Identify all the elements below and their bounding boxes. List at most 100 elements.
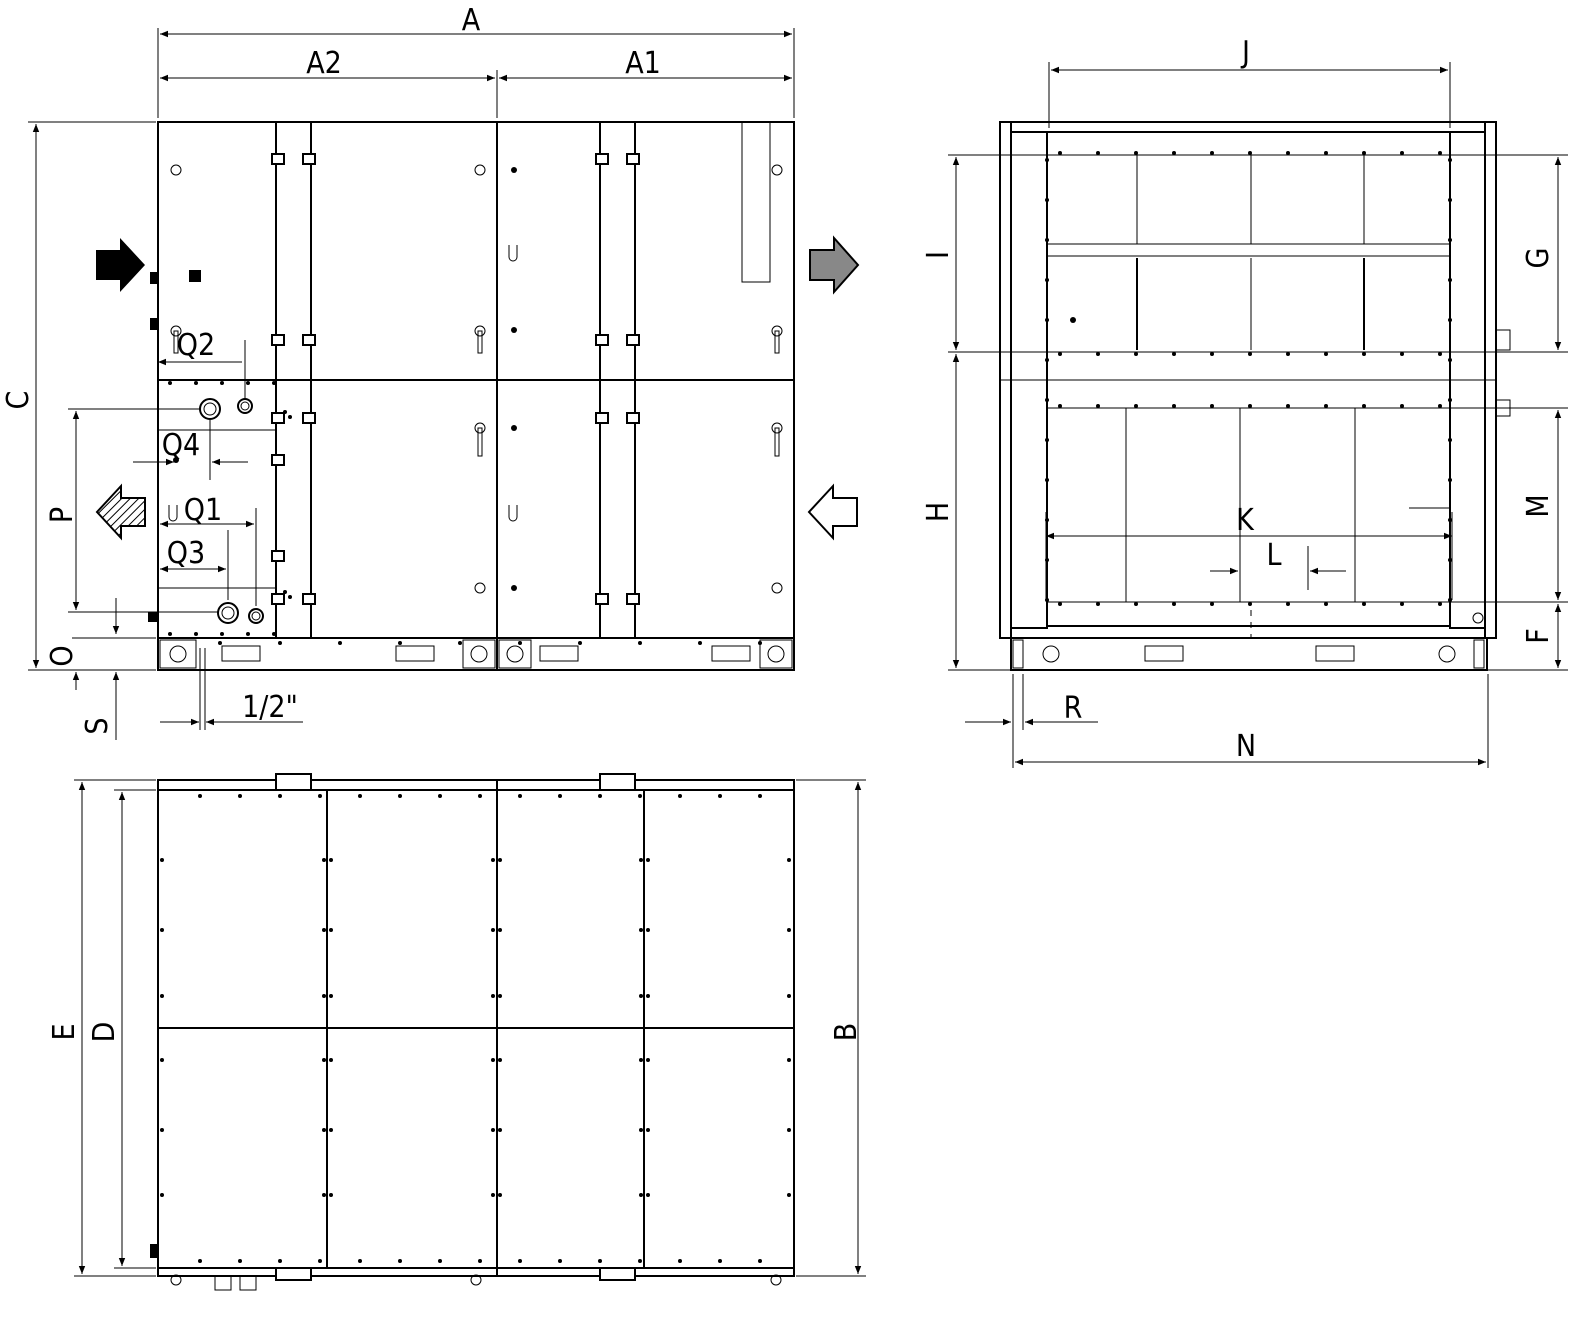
screw-dot	[1286, 151, 1290, 155]
screw-dot	[398, 641, 402, 645]
screw-dot	[329, 928, 333, 932]
screw-dot	[1045, 398, 1049, 402]
screw-dot	[646, 928, 650, 932]
screw-dot	[160, 928, 164, 932]
label-n: N	[1236, 729, 1256, 764]
screw-dot	[1248, 404, 1252, 408]
screw-dot	[1045, 438, 1049, 442]
screw-dot	[638, 641, 642, 645]
screw-dot	[787, 1128, 791, 1132]
screw-dot	[198, 794, 202, 798]
screw-dot	[1096, 602, 1100, 606]
screw-dot	[438, 1259, 442, 1263]
screw-dot	[1438, 352, 1442, 356]
screw-dot	[1324, 404, 1328, 408]
screw-dot	[329, 1058, 333, 1062]
screw-dot	[1045, 598, 1049, 602]
label-a1: A1	[625, 46, 661, 81]
screw-dot	[398, 1259, 402, 1263]
side-view	[999, 121, 1511, 671]
screw-dot	[272, 381, 276, 385]
screw-dot	[1134, 404, 1138, 408]
label-f: F	[1521, 628, 1556, 644]
screw-dot	[1362, 151, 1366, 155]
screw-dot	[1324, 602, 1328, 606]
screw-dot	[1134, 352, 1138, 356]
label-d: D	[87, 1022, 122, 1043]
screw-dot	[598, 1259, 602, 1263]
label-p: P	[45, 507, 80, 523]
label-a: A	[462, 3, 481, 38]
label-i: I	[921, 251, 956, 259]
screw-dots	[160, 151, 1452, 1263]
top-view	[150, 773, 795, 1291]
screw-dot	[1362, 602, 1366, 606]
screw-dot	[1058, 352, 1062, 356]
screw-dot	[1286, 352, 1290, 356]
screw-dot	[322, 1128, 326, 1132]
screw-dot	[160, 1193, 164, 1197]
screw-dot	[718, 794, 722, 798]
screw-dot	[678, 794, 682, 798]
screw-dot	[1286, 404, 1290, 408]
screw-dot	[1045, 158, 1049, 162]
screw-dot	[1438, 602, 1442, 606]
screw-dot	[220, 381, 224, 385]
supply-air-in-icon	[96, 238, 145, 292]
label-m: M	[1521, 494, 1556, 517]
pipe-connections	[173, 398, 264, 624]
screw-dot	[329, 994, 333, 998]
label-k: K	[1236, 503, 1255, 538]
screw-dot	[518, 1259, 522, 1263]
screw-dot	[638, 1259, 642, 1263]
screw-dot	[1438, 151, 1442, 155]
screw-dot	[1448, 558, 1452, 562]
screw-dot	[787, 994, 791, 998]
base-frame	[159, 639, 793, 669]
screw-dot	[220, 632, 224, 636]
screw-dot	[1096, 404, 1100, 408]
screw-dot	[1058, 602, 1062, 606]
screw-dot	[498, 928, 502, 932]
screw-dot	[1448, 438, 1452, 442]
screw-dot	[1045, 558, 1049, 562]
screw-dot	[198, 1259, 202, 1263]
label-q4: Q4	[162, 428, 200, 463]
screw-dot	[491, 1128, 495, 1132]
screw-dot	[1248, 151, 1252, 155]
front-view-dimensions	[28, 28, 795, 740]
label-b: B	[829, 1023, 864, 1042]
screw-dot	[1134, 602, 1138, 606]
screw-dot	[288, 415, 292, 419]
screw-dot	[518, 794, 522, 798]
screw-dot	[283, 410, 287, 414]
screw-dot	[278, 1259, 282, 1263]
screw-dot	[1448, 358, 1452, 362]
screw-dot	[1448, 198, 1452, 202]
screw-dot	[1324, 352, 1328, 356]
screw-dot	[1448, 598, 1452, 602]
screw-dot	[491, 1058, 495, 1062]
supply-air-out-icon	[809, 235, 860, 295]
screw-dot	[1045, 198, 1049, 202]
screw-dot	[1045, 318, 1049, 322]
screw-dot	[322, 994, 326, 998]
dimension-labels: A A2 A1 C P O S Q2 Q4 Q1 Q3 1/2" J I H G…	[1, 3, 1556, 1042]
screw-dot	[458, 641, 462, 645]
screw-dot	[194, 632, 198, 636]
label-q2: Q2	[177, 328, 215, 363]
screw-dot	[638, 794, 642, 798]
screw-dot	[246, 381, 250, 385]
screw-dot	[168, 381, 172, 385]
screw-dot	[491, 1193, 495, 1197]
screw-dot	[646, 1128, 650, 1132]
screw-dot	[646, 858, 650, 862]
screw-dot	[278, 641, 282, 645]
screw-dot	[1448, 318, 1452, 322]
screw-dot	[1210, 404, 1214, 408]
screw-dot	[322, 1058, 326, 1062]
screw-dot	[1096, 151, 1100, 155]
screw-dot	[194, 381, 198, 385]
label-j: J	[1240, 35, 1250, 70]
label-half-inch: 1/2"	[242, 690, 298, 725]
